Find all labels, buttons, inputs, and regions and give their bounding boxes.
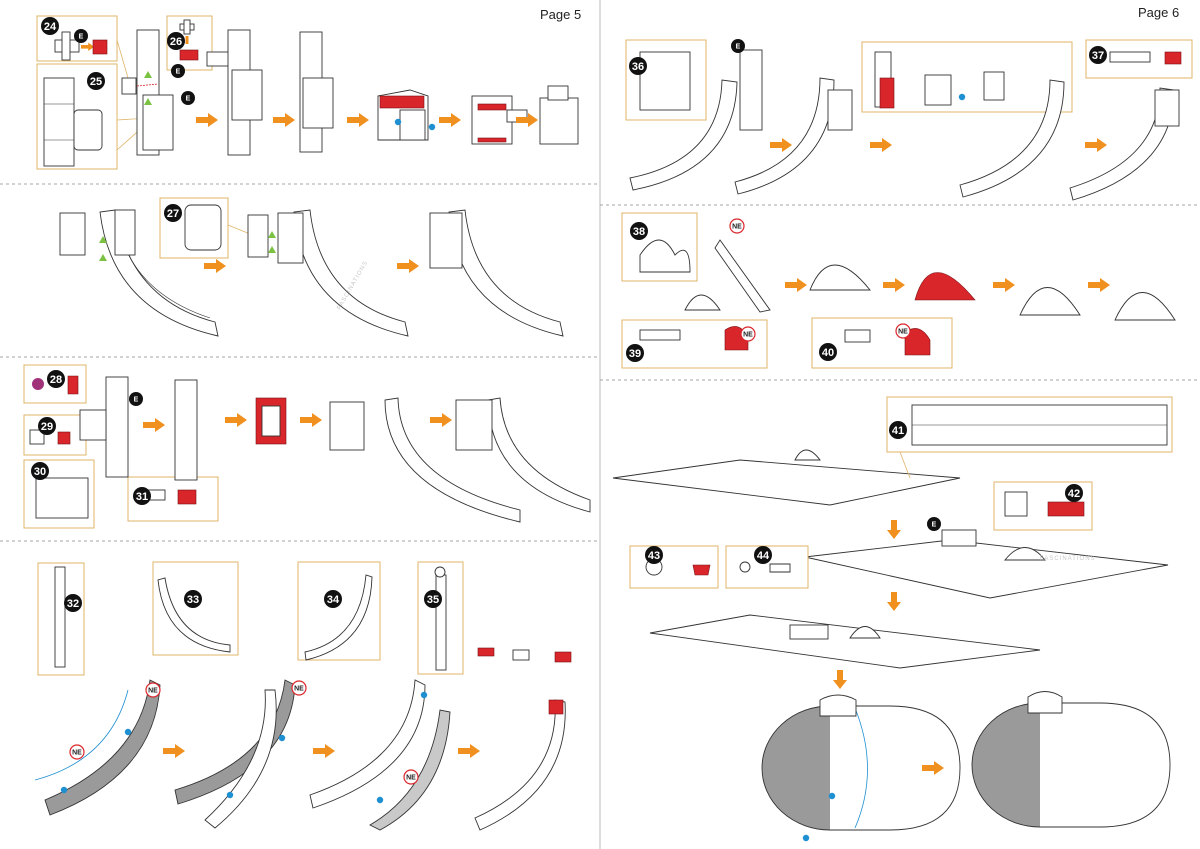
svg-text:39: 39 (629, 348, 641, 360)
easy-tag: E (74, 29, 88, 43)
svg-text:41: 41 (892, 425, 904, 437)
step-badge: 26 (167, 32, 185, 50)
watermark: FASCINATIONS (1040, 556, 1096, 562)
svg-text:E: E (176, 69, 181, 76)
step-badge: 25 (87, 72, 105, 90)
page-label: Page 5 (540, 7, 581, 22)
svg-text:42: 42 (1068, 488, 1080, 500)
step-badge: 44 (754, 546, 772, 564)
not-easy-tag: NE (291, 680, 307, 696)
step-badge: 42 (1065, 484, 1083, 502)
step-group-28-31 (23, 364, 591, 529)
svg-text:26: 26 (170, 36, 182, 48)
step-badge: 36 (629, 57, 647, 75)
not-easy-tag: NE (895, 323, 911, 339)
svg-text:NE: NE (148, 688, 158, 695)
step-badge: 37 (1089, 46, 1107, 64)
svg-text:NE: NE (743, 332, 753, 339)
easy-tag: E (181, 91, 195, 105)
svg-text:E: E (186, 96, 191, 103)
not-easy-tag: NE (69, 744, 85, 760)
step-badge: 29 (38, 417, 56, 435)
svg-text:31: 31 (136, 491, 148, 503)
svg-text:NE: NE (406, 775, 416, 782)
step-badge: 40 (819, 343, 837, 361)
part-box (811, 317, 953, 369)
step-badge: 30 (31, 462, 49, 480)
svg-text:24: 24 (44, 21, 57, 33)
svg-text:38: 38 (633, 226, 645, 238)
step-badge: 32 (64, 594, 82, 612)
easy-tag: E (927, 517, 941, 531)
not-easy-tag: NE (145, 682, 161, 698)
step-badge: 24 (41, 17, 59, 35)
svg-text:32: 32 (67, 598, 79, 610)
svg-text:40: 40 (822, 347, 834, 359)
easy-tag: E (731, 39, 745, 53)
svg-text:NE: NE (72, 750, 82, 757)
easy-tag: E (129, 392, 143, 406)
step-badge: 39 (626, 344, 644, 362)
step-badge: 33 (184, 590, 202, 608)
svg-text:33: 33 (187, 594, 199, 606)
svg-text:34: 34 (327, 594, 340, 606)
svg-text:NE: NE (732, 224, 742, 231)
svg-text:30: 30 (34, 466, 46, 478)
svg-text:E: E (134, 397, 139, 404)
svg-text:25: 25 (90, 76, 102, 88)
step-badge: 28 (47, 370, 65, 388)
svg-text:NE: NE (294, 686, 304, 693)
svg-text:37: 37 (1092, 50, 1104, 62)
svg-text:NE: NE (898, 329, 908, 336)
svg-text:E: E (932, 522, 937, 529)
svg-text:27: 27 (167, 208, 179, 220)
not-easy-tag: NE (740, 326, 756, 342)
step-group-41-44: FASCINATIONS (612, 396, 1173, 842)
svg-text:35: 35 (427, 594, 439, 606)
step-badge: 43 (645, 546, 663, 564)
step-badge: 41 (889, 421, 907, 439)
step-badge: 31 (133, 487, 151, 505)
svg-text:36: 36 (632, 61, 644, 73)
svg-text:43: 43 (648, 550, 660, 562)
step-badge: 38 (630, 222, 648, 240)
step-group-32-35 (34, 561, 572, 831)
step-badge: 35 (424, 590, 442, 608)
svg-text:E: E (736, 44, 741, 51)
svg-text:29: 29 (41, 421, 53, 433)
easy-tag: E (171, 64, 185, 78)
step-badge: 34 (324, 590, 342, 608)
svg-text:E: E (79, 34, 84, 41)
step-group-27: FASCINATIONS (59, 197, 564, 337)
step-group-24-26 (36, 15, 579, 170)
not-easy-tag: NE (729, 218, 745, 234)
step-group-38-40 (621, 212, 1176, 369)
step-badge: 27 (164, 204, 182, 222)
part-box (861, 41, 1073, 113)
svg-text:44: 44 (757, 550, 770, 562)
step-group-36-37 (625, 39, 1193, 201)
page-label: Page 6 (1138, 5, 1179, 20)
not-easy-tag: NE (403, 769, 419, 785)
svg-text:28: 28 (50, 374, 62, 386)
